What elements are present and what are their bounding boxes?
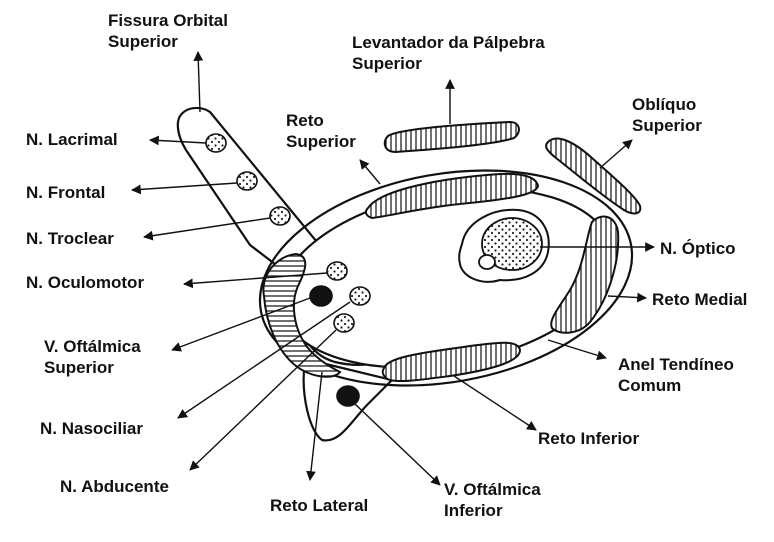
- label-reto-inferior-text: Reto Inferior: [538, 428, 639, 449]
- label-v-oftalmica-superior: V. Oftálmica Superior: [44, 336, 141, 378]
- arrow-obliquo: [600, 140, 632, 168]
- label-n-frontal: N. Frontal: [26, 182, 105, 203]
- label-n-oculomotor: N. Oculomotor: [26, 272, 144, 293]
- n-nasociliar-circle: [350, 287, 370, 305]
- arrow-reto-medial: [608, 296, 646, 298]
- label-v-oft-sup-line1: V. Oftálmica: [44, 336, 141, 357]
- v-oftalmica-superior-circle: [310, 286, 332, 306]
- label-v-oft-sup-line2: Superior: [44, 357, 141, 378]
- label-v-oft-inf-line2: Inferior: [444, 500, 541, 521]
- label-n-lacrimal: N. Lacrimal: [26, 129, 118, 150]
- label-reto-superior: Reto Superior: [286, 110, 356, 152]
- arrow-reto-inferior: [454, 376, 536, 430]
- v-oftalmica-inferior-circle: [337, 386, 359, 406]
- label-levantador-line1: Levantador da Pálpebra: [352, 32, 545, 53]
- label-n-troclear: N. Troclear: [26, 228, 114, 249]
- label-reto-superior-line1: Reto: [286, 110, 356, 131]
- n-oculomotor-circle: [327, 262, 347, 280]
- label-n-nasociliar-text: N. Nasociliar: [40, 418, 143, 439]
- label-n-nasociliar: N. Nasociliar: [40, 418, 143, 439]
- label-reto-medial: Reto Medial: [652, 289, 747, 310]
- arrow-reto-superior: [360, 160, 380, 184]
- label-n-abducente-text: N. Abducente: [60, 476, 169, 497]
- label-fissura-line1: Fissura Orbital: [108, 10, 228, 31]
- label-obliquo-line1: Oblíquo: [632, 94, 702, 115]
- arrow-v-oftalmica-inferior: [355, 404, 440, 485]
- label-v-oft-inf-line1: V. Oftálmica: [444, 479, 541, 500]
- label-n-frontal-text: N. Frontal: [26, 182, 105, 203]
- label-anel-line2: Comum: [618, 375, 734, 396]
- label-reto-lateral-text: Reto Lateral: [270, 495, 368, 516]
- label-anel-tendineo-comum: Anel Tendíneo Comum: [618, 354, 734, 396]
- label-reto-medial-text: Reto Medial: [652, 289, 747, 310]
- label-n-troclear-text: N. Troclear: [26, 228, 114, 249]
- label-obliquo-line2: Superior: [632, 115, 702, 136]
- arteria-oftalmica: [479, 255, 495, 269]
- label-anel-line1: Anel Tendíneo: [618, 354, 734, 375]
- label-levantador: Levantador da Pálpebra Superior: [352, 32, 545, 74]
- label-v-oftalmica-inferior: V. Oftálmica Inferior: [444, 479, 541, 521]
- label-n-abducente: N. Abducente: [60, 476, 169, 497]
- label-reto-lateral: Reto Lateral: [270, 495, 368, 516]
- n-lacrimal-circle: [206, 134, 226, 152]
- n-abducente-circle: [334, 314, 354, 332]
- n-troclear-circle: [270, 207, 290, 225]
- label-n-optico: N. Óptico: [660, 238, 736, 259]
- label-fissura-line2: Superior: [108, 31, 228, 52]
- label-reto-inferior: Reto Inferior: [538, 428, 639, 449]
- label-n-optico-text: N. Óptico: [660, 238, 736, 259]
- arrow-fissura: [198, 52, 200, 112]
- n-frontal-circle: [237, 172, 257, 190]
- label-reto-superior-line2: Superior: [286, 131, 356, 152]
- levantador-muscle: [385, 122, 519, 152]
- label-n-lacrimal-text: N. Lacrimal: [26, 129, 118, 150]
- label-obliquo-superior: Oblíquo Superior: [632, 94, 702, 136]
- label-levantador-line2: Superior: [352, 53, 545, 74]
- label-fissura-orbital-superior: Fissura Orbital Superior: [108, 10, 228, 52]
- label-n-oculomotor-text: N. Oculomotor: [26, 272, 144, 293]
